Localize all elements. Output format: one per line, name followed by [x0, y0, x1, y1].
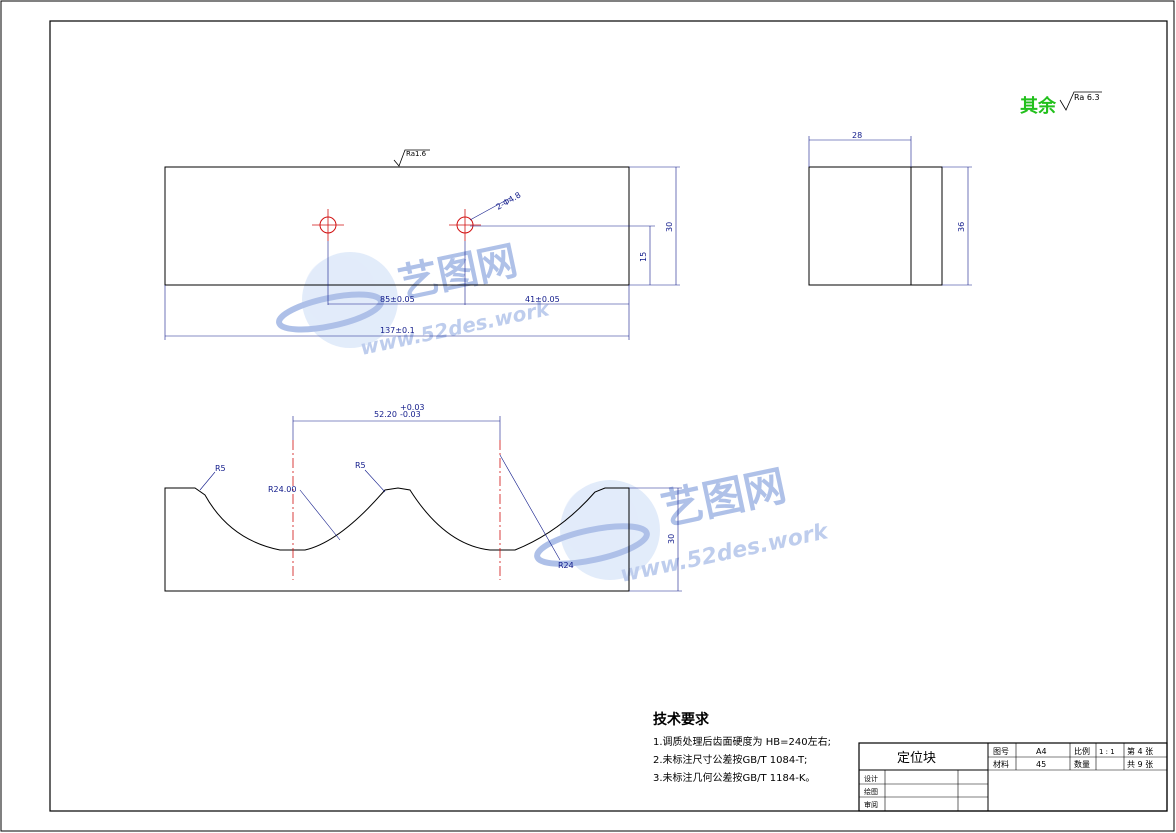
material: 45 — [1036, 760, 1046, 769]
remaining-roughness-symbol: Ra 6.3 — [1074, 93, 1100, 102]
radius-large-label: R24 — [558, 561, 574, 570]
title-block — [858, 742, 1168, 812]
design-label: 设计 — [864, 774, 878, 783]
hole-spec-label: 2-Φ4.8 — [495, 190, 523, 211]
remaining-roughness: 其余 Ra 6.3 — [1020, 91, 1102, 117]
side-view: 28 36 — [808, 131, 972, 286]
scale-label: 比例 — [1074, 746, 1090, 756]
total-length-dim: 137±0.1 — [380, 326, 415, 335]
hole-spacing-dim: 85±0.05 — [380, 295, 415, 304]
tech-requirements-title: 技术要求 — [653, 711, 710, 728]
hole-to-end-dim: 41±0.05 — [525, 295, 560, 304]
front-view: Ra1.6 2-Φ4.8 30 15 85±0.05 41±0.05 — [164, 149, 680, 340]
draw-label: 绘图 — [864, 787, 878, 796]
title-block-text: 定位块 图号 A4 材料 45 比例 1 : 1 数量 第 4 张 共 9 张 … — [864, 746, 1153, 809]
review-label: 审阅 — [864, 800, 878, 809]
radius-small-1-label: R5 — [215, 464, 226, 473]
side-width-dim: 28 — [852, 131, 862, 140]
profile-height-dim: 30 — [667, 534, 676, 544]
drawing-no: A4 — [1036, 747, 1047, 756]
tech-requirement-item: 1.调质处理后齿面硬度为 HB=240左右; — [653, 735, 831, 748]
groove-pitch-tol-upper: +0.03 — [400, 403, 425, 412]
hole-left — [312, 209, 344, 305]
watermark: 艺图网 www.52des.work — [534, 461, 832, 588]
drawing-no-label: 图号 — [993, 747, 1009, 756]
height-dim: 30 — [665, 222, 674, 232]
quantity-label: 数量 — [1074, 759, 1090, 769]
tech-requirements: 技术要求 1.调质处理后齿面硬度为 HB=240左右; 2.未标注尺寸公差按GB… — [653, 711, 831, 784]
roughness-icon — [393, 149, 430, 167]
tech-requirement-item: 3.未标注几何公差按GB/T 1184-K。 — [653, 771, 815, 784]
groove-pitch-dim: 52.20 — [374, 410, 397, 419]
hole-right — [449, 209, 481, 305]
radius-small-2-label: R5 — [355, 461, 366, 470]
profile-view: 52.20 +0.03 -0.03 R24.00 R5 R5 R24 30 — [164, 403, 682, 592]
side-height-dim: 36 — [957, 222, 966, 232]
total-sheets: 共 9 张 — [1127, 760, 1153, 769]
groove-pitch-tol-lower: -0.03 — [400, 410, 421, 419]
part-name: 定位块 — [897, 751, 936, 766]
inner-frame — [49, 20, 1168, 812]
remaining-roughness-prefix: 其余 — [1020, 95, 1057, 117]
scale: 1 : 1 — [1099, 748, 1115, 756]
sheet-number: 第 4 张 — [1127, 746, 1153, 756]
watermark-brand: 艺图网 — [657, 461, 790, 535]
material-label: 材料 — [993, 759, 1009, 769]
roughness-icon — [1059, 91, 1102, 111]
hole-height-dim: 15 — [639, 252, 648, 262]
tech-requirement-item: 2.未标注尺寸公差按GB/T 1084-T; — [653, 753, 807, 766]
radius-center-label: R24.00 — [268, 485, 296, 494]
profile-outline — [164, 487, 630, 592]
side-view-outline — [808, 166, 943, 286]
top-roughness-label: Ra1.6 — [406, 150, 427, 158]
